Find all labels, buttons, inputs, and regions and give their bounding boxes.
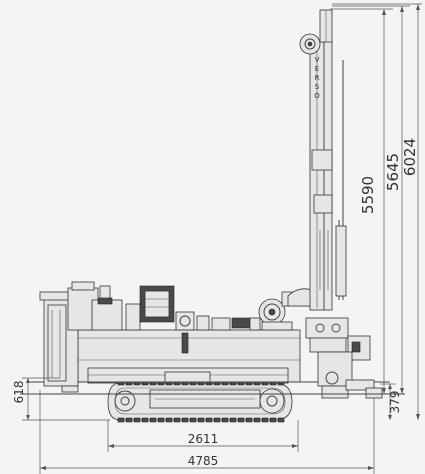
track-shoe-bottom — [189, 417, 197, 423]
track-shoe-bottom — [237, 417, 245, 423]
track-shoe-bottom — [157, 417, 165, 423]
rotary-head — [305, 317, 349, 339]
track-shoe-bottom — [133, 417, 141, 423]
tank-marker — [181, 332, 189, 354]
track-shoe-bottom — [229, 417, 237, 423]
dim-text-2611: 2611 — [188, 432, 219, 446]
dim-ground-clearance: 379 — [380, 383, 402, 420]
track-shoe-bottom — [141, 417, 149, 423]
feed-cylinder — [335, 225, 347, 297]
dim-text-4785: 4785 — [188, 454, 219, 468]
chassis — [30, 329, 390, 384]
track-shoe-bottom — [181, 417, 189, 423]
track-shoe-bottom — [221, 417, 229, 423]
track-shoe-bottom — [125, 417, 133, 423]
dim-text-379: 379 — [388, 391, 402, 414]
drive-sprocket — [259, 388, 285, 414]
dim-text-5645: 5645 — [384, 153, 402, 191]
track-shoe-bottom — [245, 417, 253, 423]
front-drill-assembly — [281, 288, 383, 399]
dim-mast-height-a: 5590 — [330, 8, 393, 394]
dim-overall-length: 4785 — [39, 390, 375, 474]
track-shoe-bottom — [261, 417, 269, 423]
crawler-track — [107, 380, 293, 423]
dim-track-length: 2611 — [107, 420, 299, 452]
dim-track-height: 618 — [12, 377, 110, 421]
drill-mast — [299, 9, 347, 311]
track-shoe-bottom — [197, 417, 205, 423]
track-shoe-bottom — [277, 417, 285, 423]
center-bracket — [164, 371, 211, 384]
track-shoe-bottom — [269, 417, 277, 423]
track-shoe-bottom — [253, 417, 261, 423]
track-shoe-bottom — [149, 417, 157, 423]
dim-overall-height: 6024 — [332, 3, 422, 420]
deck-equipment — [67, 281, 293, 331]
track-shoe-bottom — [205, 417, 213, 423]
track-shoe-bottom — [213, 417, 221, 423]
dim-text-618: 618 — [12, 381, 26, 404]
track-shoe-bottom — [173, 417, 181, 423]
dim-text-5590: 5590 — [359, 176, 377, 214]
track-shoe-bottom — [117, 417, 125, 423]
track-shoe-bottom — [165, 417, 173, 423]
idler-wheel — [114, 390, 136, 412]
dim-mast-height-b: 5645 — [332, 5, 410, 394]
dim-text-6024: 6024 — [401, 138, 419, 176]
